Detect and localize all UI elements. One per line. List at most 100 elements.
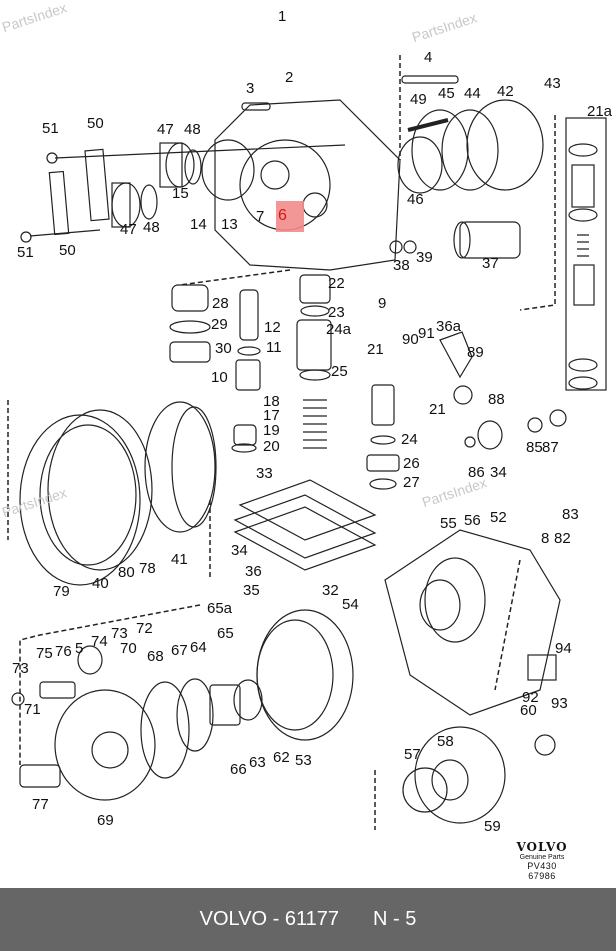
callout-12[interactable]: 12 [264,319,281,336]
callout-22[interactable]: 22 [328,275,345,292]
callout-47b[interactable]: 47 [120,221,137,238]
callout-48[interactable]: 48 [184,121,201,138]
callout-36a[interactable]: 36a [436,318,462,335]
callout-47[interactable]: 47 [157,121,174,138]
callout-7[interactable]: 7 [256,208,265,225]
callout-41[interactable]: 41 [171,551,188,568]
callout-65[interactable]: 65 [217,625,234,642]
callout-26[interactable]: 26 [403,455,420,472]
callout-4[interactable]: 4 [424,49,433,66]
callout-18[interactable]: 18 [263,393,280,410]
callout-64[interactable]: 64 [190,639,207,656]
callout-25[interactable]: 25 [331,363,348,380]
callout-70[interactable]: 70 [120,640,137,657]
callout-67[interactable]: 67 [171,642,188,659]
callout-1[interactable]: 1 [278,8,287,25]
callout-57[interactable]: 57 [404,746,421,763]
callout-62[interactable]: 62 [273,749,290,766]
callout-51b[interactable]: 51 [17,244,34,261]
callout-34[interactable]: 34 [490,464,507,481]
callout-10[interactable]: 10 [211,369,228,386]
callout-52[interactable]: 52 [490,509,507,526]
callout-58[interactable]: 58 [437,733,454,750]
callout-50b[interactable]: 50 [59,242,76,259]
callout-73[interactable]: 73 [111,625,128,642]
callout-36[interactable]: 36 [245,563,262,580]
callout-53[interactable]: 53 [295,752,312,769]
callout-82[interactable]: 82 [554,530,571,547]
callout-65a[interactable]: 65a [207,600,233,617]
callout-43[interactable]: 43 [544,75,561,92]
callout-79[interactable]: 79 [53,583,70,600]
callout-71[interactable]: 71 [24,701,41,718]
callout-34b[interactable]: 34 [231,542,248,559]
callout-46[interactable]: 46 [407,191,424,208]
callout-21a[interactable]: 21a [587,103,613,120]
highlighted-part-callout[interactable]: 6 [276,201,304,232]
callout-14[interactable]: 14 [190,216,207,233]
callout-80[interactable]: 80 [118,564,135,581]
callout-33[interactable]: 33 [256,465,273,482]
callout-78[interactable]: 78 [139,560,156,577]
callout-45[interactable]: 45 [438,85,455,102]
callout-55[interactable]: 55 [440,515,457,532]
callout-86[interactable]: 86 [468,464,485,481]
callout-30[interactable]: 30 [215,340,232,357]
callout-72[interactable]: 72 [136,620,153,637]
callout-2[interactable]: 2 [285,69,294,86]
callout-44[interactable]: 44 [464,85,481,102]
callout-74[interactable]: 74 [91,633,108,650]
callout-73b[interactable]: 73 [12,660,29,677]
callout-88[interactable]: 88 [488,391,505,408]
callout-85[interactable]: 85 [526,439,543,456]
callout-91[interactable]: 91 [418,325,435,342]
callout-76[interactable]: 76 [55,643,72,660]
callout-48b[interactable]: 48 [143,219,160,236]
callout-28[interactable]: 28 [212,295,229,312]
callout-42[interactable]: 42 [497,83,514,100]
callout-56[interactable]: 56 [464,512,481,529]
callout-49[interactable]: 49 [410,91,427,108]
callout-13[interactable]: 13 [221,216,238,233]
callout-21[interactable]: 21 [367,341,384,358]
callout-21b[interactable]: 21 [429,401,446,418]
callout-11[interactable]: 11 [266,339,282,356]
callout-89[interactable]: 89 [467,344,484,361]
callout-54[interactable]: 54 [342,596,359,613]
callout-87[interactable]: 87 [542,439,559,456]
callout-24a[interactable]: 24a [326,321,352,338]
callout-60[interactable]: 60 [520,702,537,719]
callout-8[interactable]: 8 [541,530,550,547]
callout-23[interactable]: 23 [328,304,345,321]
callout-75[interactable]: 75 [36,645,53,662]
callout-3[interactable]: 3 [246,80,255,97]
callout-15[interactable]: 15 [172,185,189,202]
callout-35[interactable]: 35 [243,582,260,599]
callout-50[interactable]: 50 [87,115,104,132]
callout-9[interactable]: 9 [378,295,387,312]
callout-92[interactable]: 92 [522,689,539,706]
callout-19[interactable]: 19 [263,422,280,439]
callout-66[interactable]: 66 [230,761,247,778]
callout-20[interactable]: 20 [263,438,280,455]
callout-27[interactable]: 27 [403,474,420,491]
callout-32[interactable]: 32 [322,582,339,599]
callout-40[interactable]: 40 [92,575,109,592]
callout-29[interactable]: 29 [211,316,228,333]
callout-51[interactable]: 51 [42,120,59,137]
callout-90[interactable]: 90 [402,331,419,348]
callout-59[interactable]: 59 [484,818,501,835]
callout-69[interactable]: 69 [97,812,114,829]
callout-68[interactable]: 68 [147,648,164,665]
callout-38[interactable]: 38 [393,257,410,274]
callout-93[interactable]: 93 [551,695,568,712]
callout-63[interactable]: 63 [249,754,266,771]
callout-77[interactable]: 77 [32,796,49,813]
callout-17[interactable]: 17 [263,407,280,424]
callout-94[interactable]: 94 [555,640,572,657]
callout-37[interactable]: 37 [482,255,499,272]
callout-39[interactable]: 39 [416,249,433,266]
callout-83[interactable]: 83 [562,506,579,523]
callout-24[interactable]: 24 [401,431,418,448]
callout-5[interactable]: 5 [75,640,84,657]
